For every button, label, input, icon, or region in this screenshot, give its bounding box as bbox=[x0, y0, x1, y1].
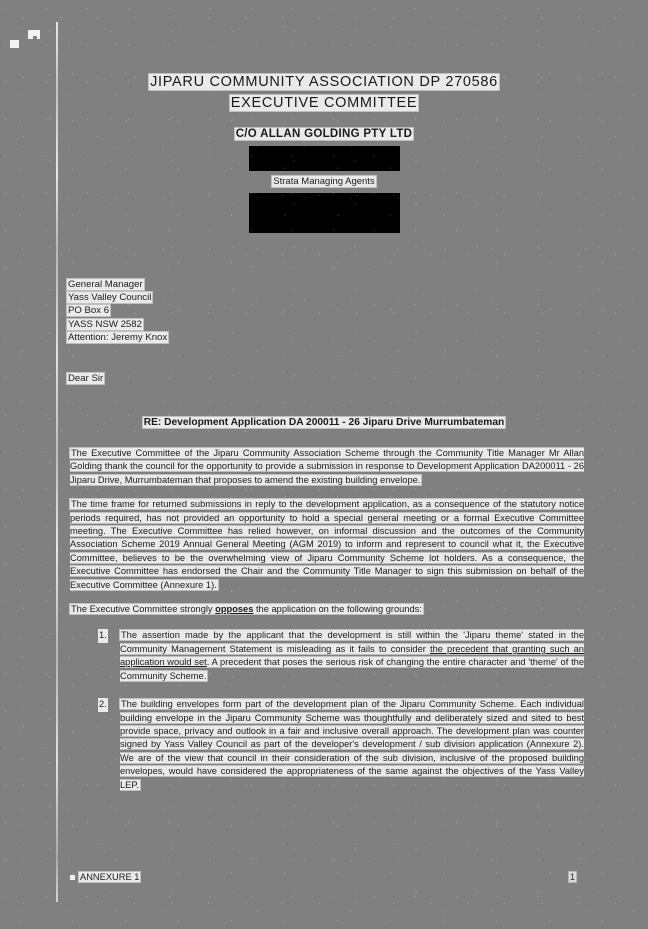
body-paragraph-1: The Executive Committee of the Jiparu Co… bbox=[70, 448, 584, 485]
redaction-bar-address bbox=[248, 146, 400, 171]
subject-line: RE: Development Application DA 200011 - … bbox=[142, 417, 506, 429]
grounds-list-item: The building envelopes form part of the … bbox=[98, 698, 584, 792]
opposition-suffix: the application on the following grounds… bbox=[253, 604, 422, 615]
ground-2-text-part-1: The building envelopes form part of the … bbox=[120, 699, 584, 790]
letterhead-agent-role: Strata Managing Agents bbox=[272, 176, 376, 187]
grounds-list-item: The assertion made by the applicant that… bbox=[98, 629, 585, 683]
addressee-line-3: PO Box 6 bbox=[67, 305, 111, 317]
scan-speck bbox=[28, 30, 40, 39]
letter-body: The Executive Committee of the Jiparu Co… bbox=[70, 447, 585, 792]
redaction-bar-contact bbox=[248, 193, 400, 233]
scan-edge-artifact bbox=[56, 22, 58, 902]
addressee-attention-line: Attention: Jeremy Knox bbox=[67, 331, 169, 343]
page-number: 1 bbox=[568, 872, 576, 882]
grounds-list: The assertion made by the applicant that… bbox=[70, 629, 585, 792]
opposition-prefix: The Executive Committee strongly bbox=[71, 604, 216, 615]
ground-1-text-part-2: . A precedent that poses the serious ris… bbox=[120, 657, 585, 681]
addressee-line-2: Yass Valley Council bbox=[67, 292, 153, 304]
annexure-footer-label: ANNEXURE 1 bbox=[70, 871, 141, 884]
document-content: JIPARU COMMUNITY ASSOCIATION DP 270586 E… bbox=[0, 0, 648, 807]
addressee-line-4: YASS NSW 2582 bbox=[67, 318, 143, 330]
opposition-statement: The Executive Committee strongly opposes… bbox=[70, 603, 584, 616]
letterhead-care-of: C/O ALLAN GOLDING PTY LTD bbox=[234, 128, 414, 140]
letterhead-title-line-2: EXECUTIVE COMMITTEE bbox=[229, 95, 419, 111]
bullet-icon bbox=[70, 875, 75, 881]
document-footer: ANNEXURE 1 1 bbox=[0, 871, 648, 891]
letterhead-title-line-1: JIPARU COMMUNITY ASSOCIATION DP 270586 bbox=[149, 74, 499, 90]
addressee-line-1: General Manager bbox=[67, 279, 144, 290]
letterhead: JIPARU COMMUNITY ASSOCIATION DP 270586 E… bbox=[0, 72, 648, 233]
scan-speck bbox=[10, 40, 19, 48]
ground-1-underlined-text: the precedent that granting such an appl… bbox=[120, 643, 584, 668]
letterhead-title: JIPARU COMMUNITY ASSOCIATION DP 270586 E… bbox=[0, 72, 648, 114]
scan-speck bbox=[33, 36, 37, 40]
addressee-block: General Manager Yass Valley Council PO B… bbox=[67, 278, 648, 344]
ground-1-text-part-1: The assertion made by the applicant that… bbox=[120, 630, 584, 654]
body-paragraph-2: The time frame for returned submissions … bbox=[70, 499, 584, 590]
salutation: Dear Sir bbox=[67, 373, 105, 385]
opposition-emphasis: opposes bbox=[215, 604, 254, 615]
